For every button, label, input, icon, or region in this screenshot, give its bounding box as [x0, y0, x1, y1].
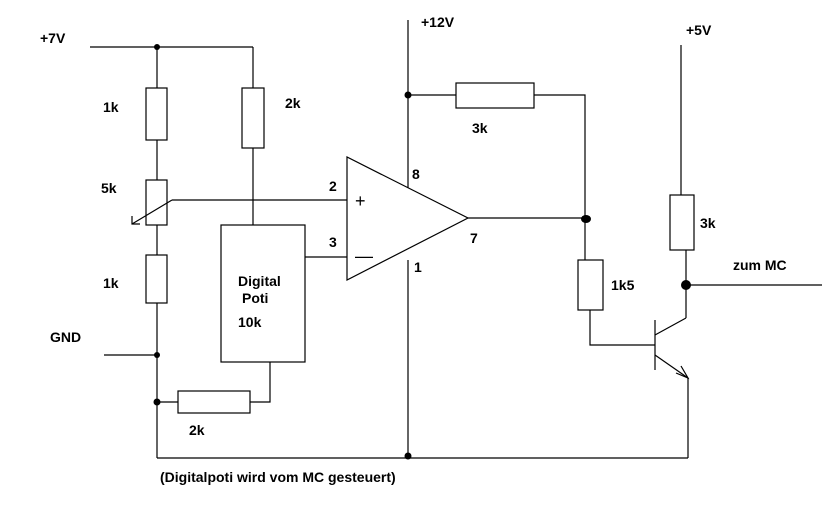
- junctions: [153, 44, 691, 460]
- transistor-emitter-leg: [654, 354, 689, 379]
- opamp-triangle: [346, 156, 470, 281]
- label-r3k-collector: 3k: [700, 215, 716, 231]
- pot-wiper: [131, 199, 173, 225]
- opamp-plus-sign: +: [355, 191, 366, 211]
- pot-wiper-arrowhead: [131, 216, 140, 225]
- wire-fb-right: [534, 94, 586, 220]
- transistor-collector-leg: [654, 317, 687, 336]
- label-r1-top: 1k: [103, 99, 119, 115]
- wire-digipot-bottom: [250, 362, 271, 403]
- junction-12v-fb: [404, 91, 412, 99]
- junction-output: [581, 215, 591, 223]
- resistor-1k-top: [145, 87, 168, 141]
- junction-7v: [154, 44, 160, 50]
- label-r2k-top: 2k: [285, 95, 301, 111]
- label-7v: +7V: [40, 30, 66, 46]
- digital-poti-box: [220, 224, 306, 363]
- digipot-line3: 10k: [238, 314, 262, 330]
- resistor-3k-feedback: [455, 82, 535, 109]
- label-5v: +5V: [686, 22, 712, 38]
- footnote: (Digitalpoti wird vom MC gesteuert): [160, 469, 396, 485]
- label-pot: 5k: [101, 180, 117, 196]
- resistor-2k-bottom: [177, 390, 251, 414]
- resistor-1k5: [577, 259, 604, 311]
- labels: +7V +12V +5V GND 1k 5k 1k 2k 2k 3k 1k5 3…: [40, 14, 787, 485]
- label-pin-1: 1: [414, 259, 422, 275]
- junction-2k-bottom: [153, 398, 161, 406]
- label-gnd: GND: [50, 329, 81, 345]
- opamp-minus-sign: —: [355, 246, 373, 266]
- label-zum-mc: zum MC: [733, 257, 787, 273]
- junction-gnd: [154, 352, 160, 358]
- label-12v: +12V: [421, 14, 455, 30]
- label-pin-7: 7: [470, 230, 478, 246]
- label-r2k-bottom: 2k: [189, 422, 205, 438]
- npn-transistor: [654, 317, 690, 380]
- digipot-line2: Poti: [242, 290, 268, 306]
- junction-ground-rail: [404, 452, 412, 460]
- junction-collector: [681, 280, 691, 290]
- label-r1-bottom: 1k: [103, 275, 119, 291]
- label-r3k-feedback: 3k: [472, 120, 488, 136]
- resistor-3k-collector: [669, 194, 695, 251]
- digipot-line1: Digital: [238, 273, 281, 289]
- label-r1k5: 1k5: [611, 277, 635, 293]
- resistor-2k-top: [241, 87, 265, 149]
- transistor-emitter-arrow: [675, 365, 690, 380]
- wire-1k5-to-base: [589, 310, 655, 346]
- label-pin-2: 2: [329, 178, 337, 194]
- label-pin-8: 8: [412, 166, 420, 182]
- resistor-1k-bottom: [145, 254, 168, 304]
- label-pin-3: 3: [329, 234, 337, 250]
- potentiometer-5k: [145, 179, 168, 226]
